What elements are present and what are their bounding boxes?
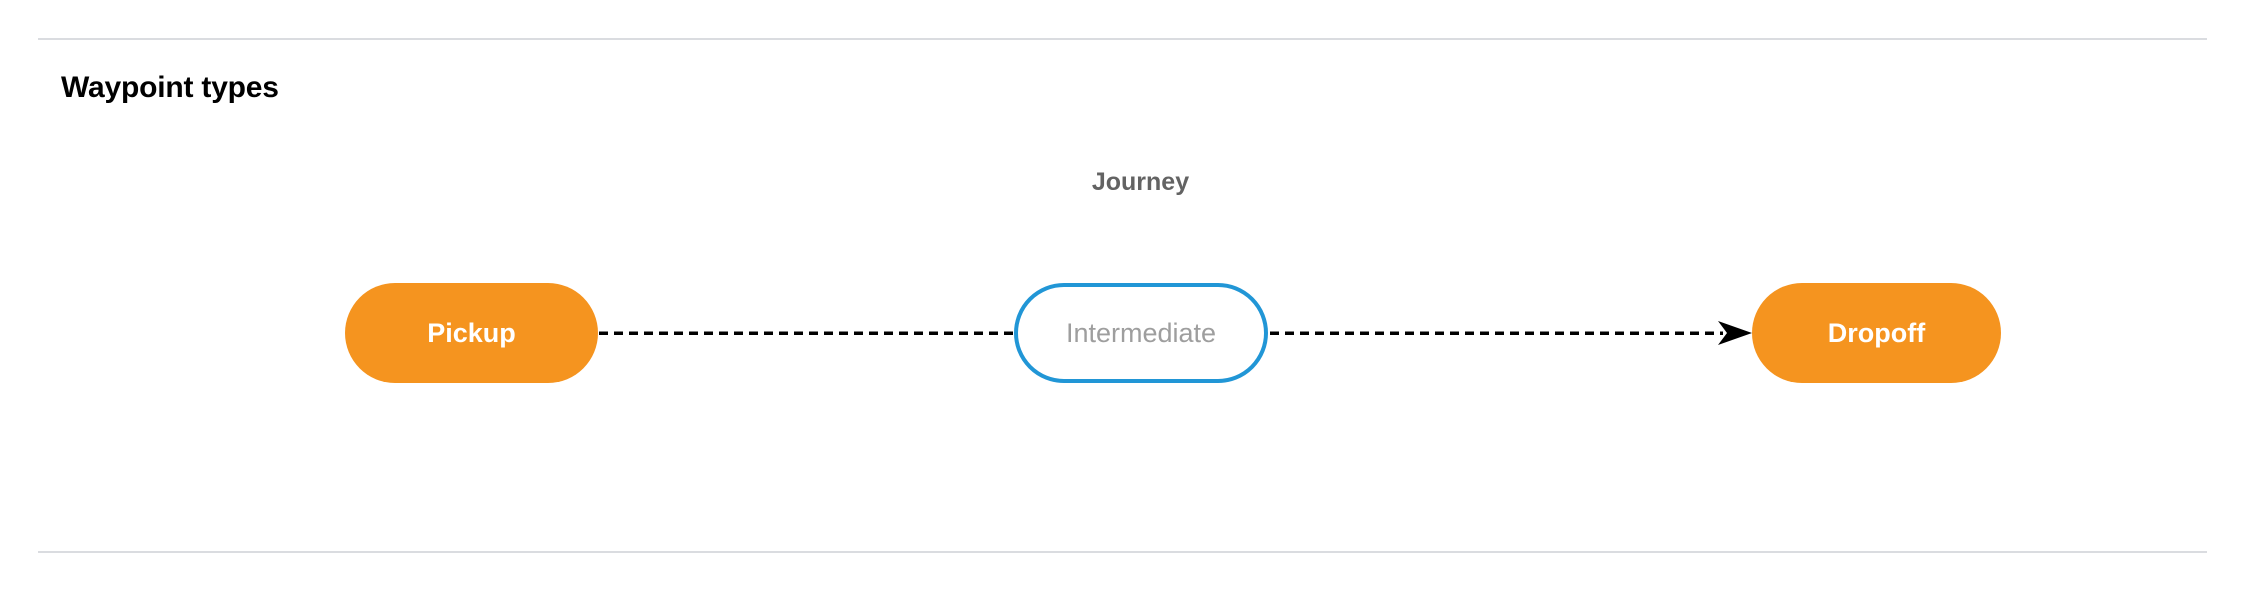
section-divider-bottom [38,551,2207,553]
node-pickup[interactable]: Pickup [345,283,598,383]
node-dropoff-label: Dropoff [1827,317,1926,348]
edge-arrowhead-icon [1718,321,1752,345]
node-intermediate[interactable]: Intermediate [1014,283,1268,383]
node-pickup-label: Pickup [427,317,516,348]
page-title: Waypoint types [61,71,279,104]
section-divider-top [38,38,2207,40]
node-intermediate-label: Intermediate [1065,317,1217,348]
node-dropoff[interactable]: Dropoff [1752,283,2001,383]
